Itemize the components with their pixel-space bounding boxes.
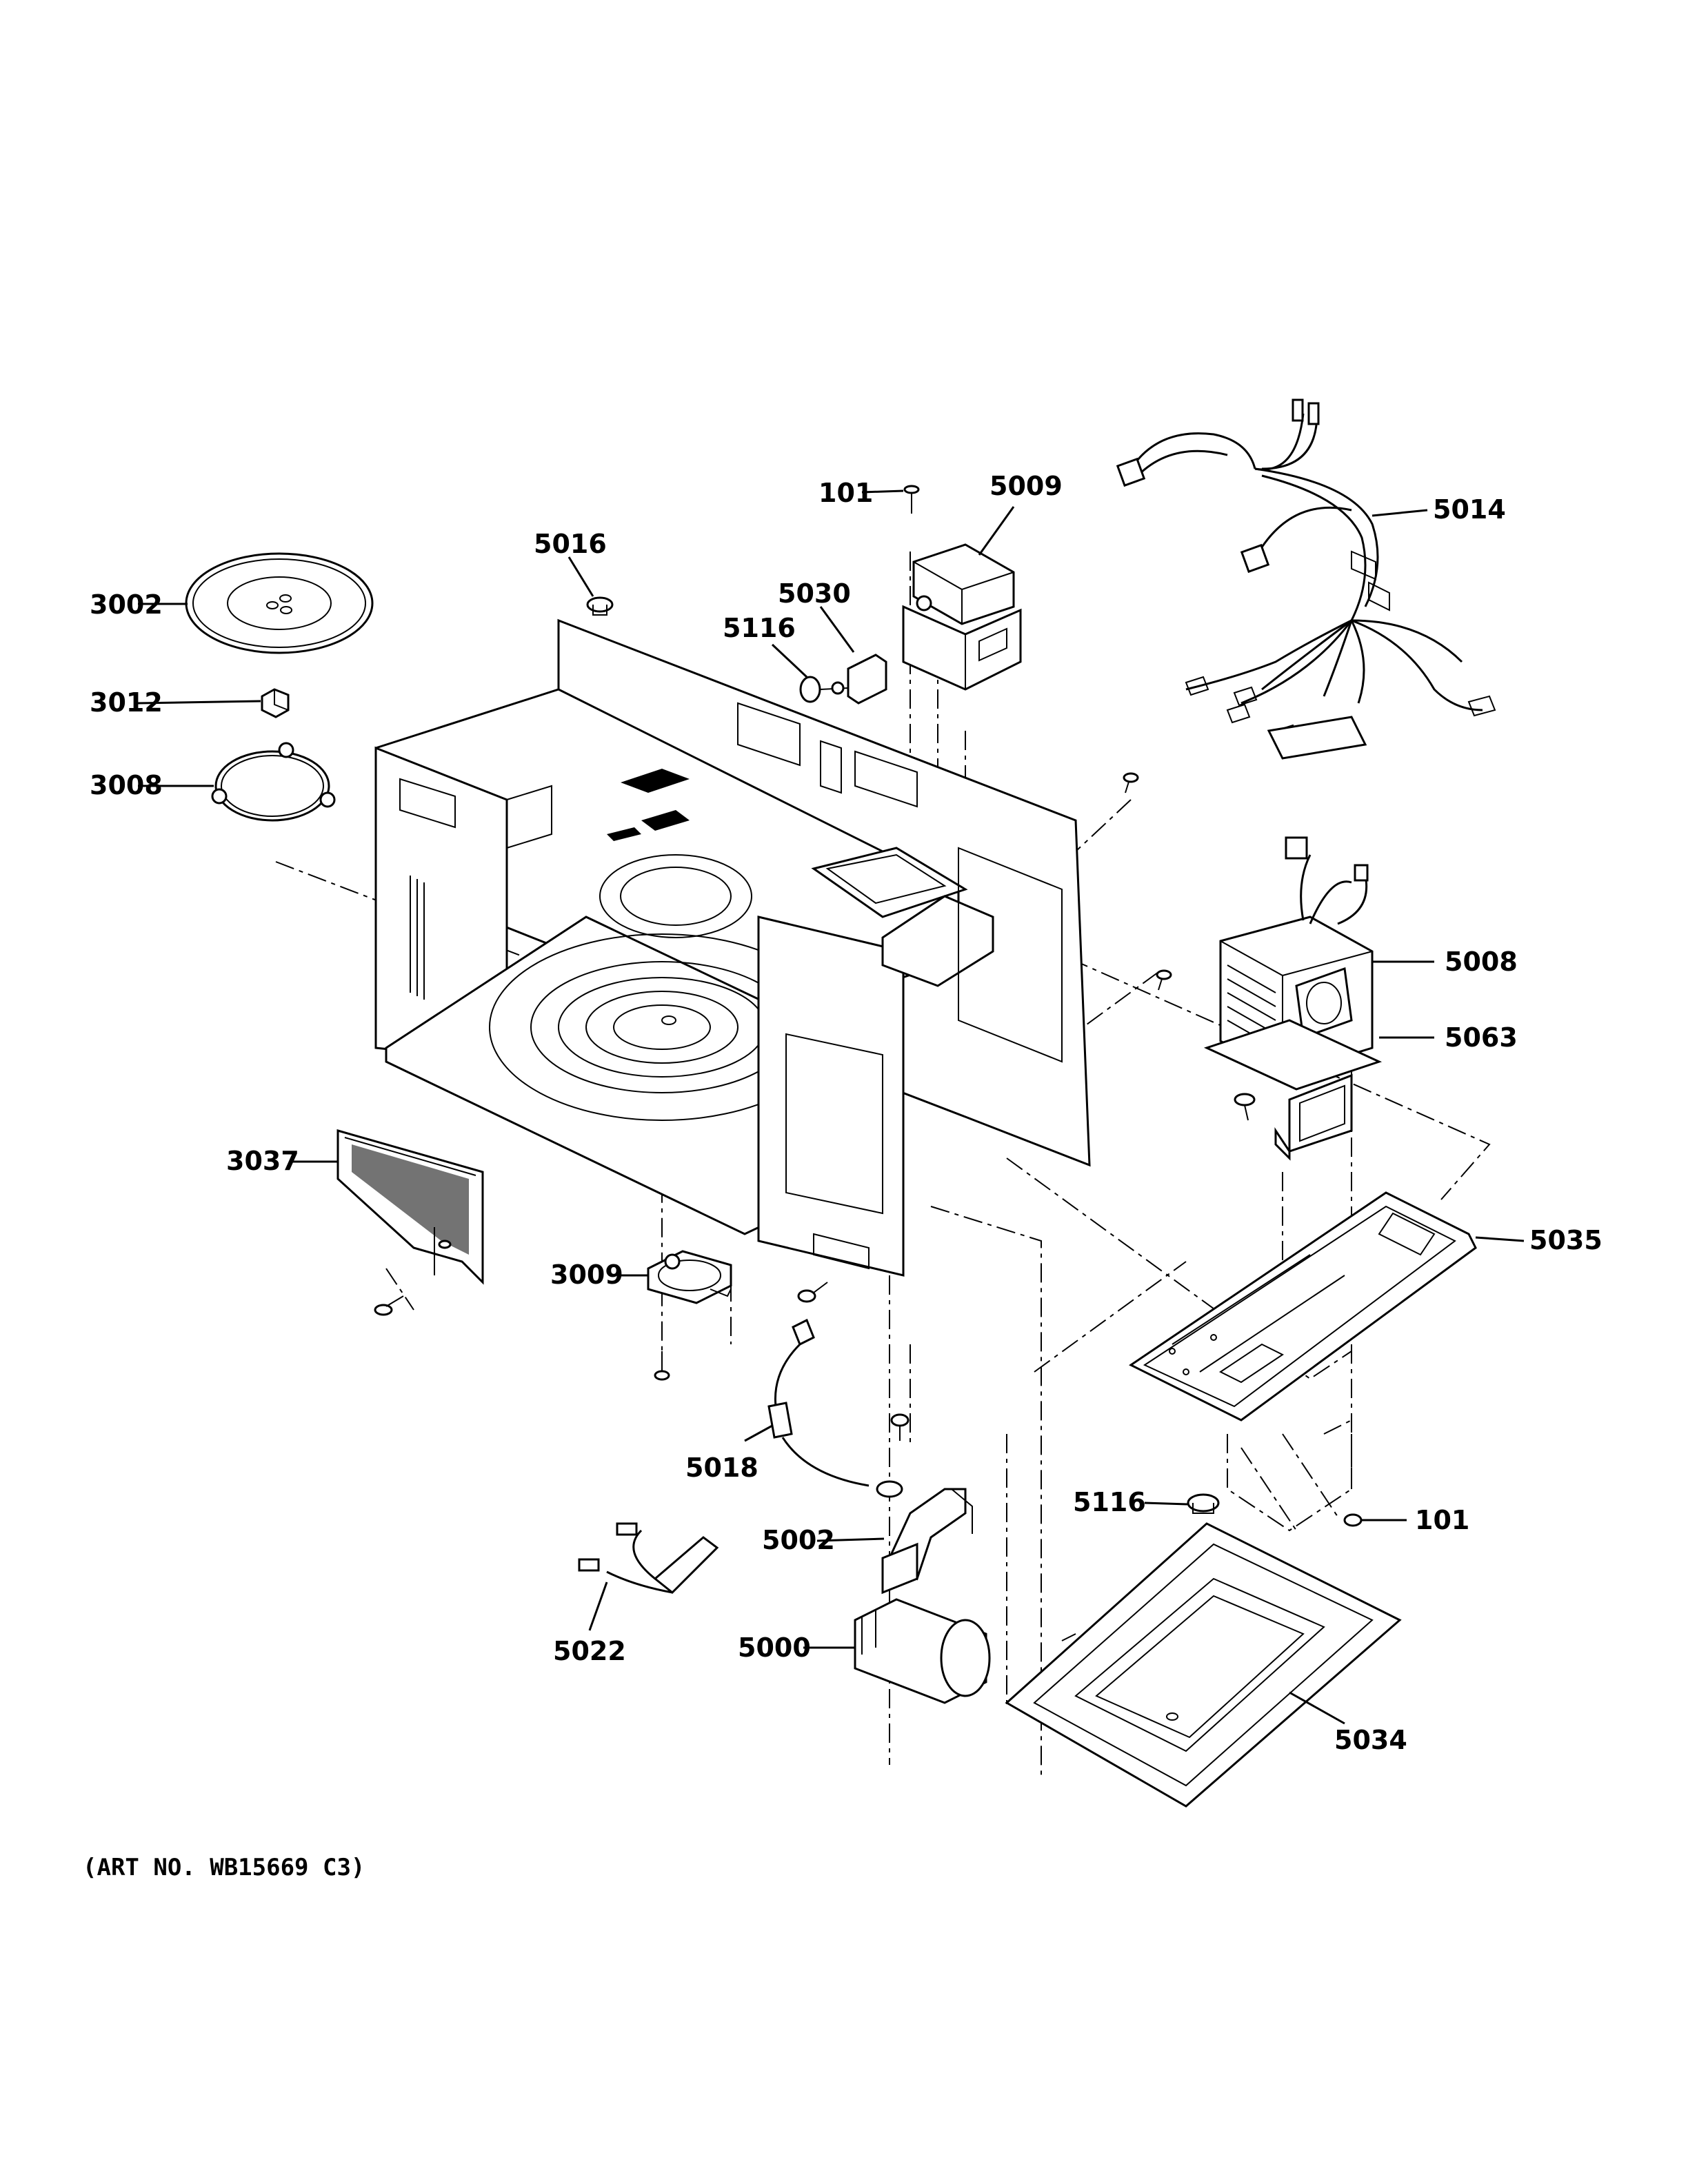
label-5000: 5000 — [738, 1632, 811, 1663]
screw-bottom — [1343, 1513, 1363, 1527]
left-wall-vents — [410, 876, 425, 1000]
thermal-fuse-bottom — [1187, 1493, 1220, 1514]
label-5002: 5002 — [762, 1525, 835, 1555]
turntable-motor — [647, 1250, 732, 1381]
label-5016: 5016 — [534, 529, 607, 559]
label-3009: 3009 — [550, 1260, 623, 1290]
label-101-bottom: 101 — [1415, 1505, 1469, 1535]
label-3012: 3012 — [90, 687, 163, 718]
hv-diode — [767, 1318, 903, 1498]
side-screws — [1123, 772, 1172, 991]
label-5018: 5018 — [685, 1453, 758, 1483]
leader-lines — [137, 489, 1525, 1725]
label-3002: 3002 — [90, 589, 163, 620]
label-3008: 3008 — [90, 770, 163, 800]
magnetron — [902, 543, 1022, 691]
label-5030: 5030 — [778, 578, 851, 609]
high-voltage-transformer — [1203, 836, 1383, 1091]
label-5116-top: 5116 — [723, 613, 796, 643]
glass-turntable — [185, 552, 374, 654]
part-number-labels: 101 5009 5014 5016 5030 5116 3002 3012 3… — [90, 471, 1602, 1755]
grille-perforations — [352, 1144, 469, 1255]
screw-top — [903, 485, 920, 514]
label-5116-bottom: 5116 — [1073, 1487, 1146, 1517]
thermal-fuse-top — [799, 676, 849, 703]
roller-ring — [211, 742, 336, 822]
label-101-top: 101 — [818, 478, 873, 508]
label-5008: 5008 — [1445, 947, 1518, 977]
magnetron-bracket — [847, 654, 887, 705]
bottom-tray — [1005, 1522, 1402, 1808]
thermostat-top — [586, 596, 614, 616]
label-5035: 5035 — [1529, 1225, 1602, 1255]
vent-grille-cover — [336, 1129, 484, 1316]
transformer-shield — [1234, 1073, 1353, 1161]
label-5034: 5034 — [1334, 1725, 1407, 1755]
wire-harness — [1116, 398, 1496, 760]
label-5009: 5009 — [989, 471, 1063, 501]
oven-cavity-assembly — [374, 618, 1091, 1277]
cavity-screw — [797, 1282, 828, 1303]
label-3037: 3037 — [226, 1146, 299, 1176]
label-5063: 5063 — [1445, 1022, 1518, 1053]
thermal-cutoff-harness — [578, 1522, 719, 1595]
top-vent-grille — [607, 769, 690, 841]
turntable-coupler — [261, 688, 290, 718]
label-5014: 5014 — [1433, 494, 1506, 525]
base-plate — [1129, 1191, 1477, 1422]
art-number: (ART NO. WB15669 C3) — [83, 1854, 365, 1881]
label-5022: 5022 — [553, 1636, 626, 1666]
capacitor-bracket — [881, 1413, 973, 1595]
hv-capacitor — [854, 1598, 991, 1704]
